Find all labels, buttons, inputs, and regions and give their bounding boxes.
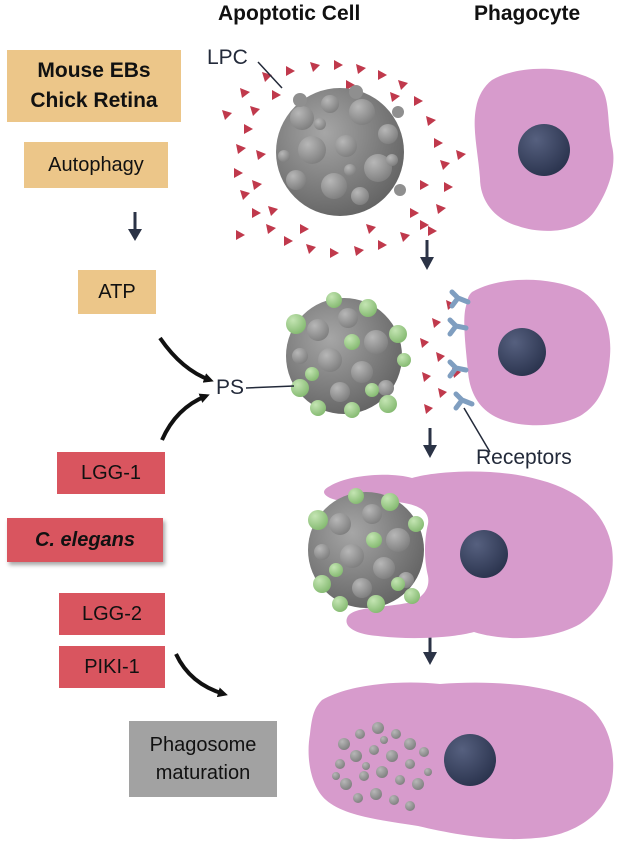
lpc-triangles-stage2 bbox=[420, 300, 461, 414]
piki1-box: PIKI-1 bbox=[59, 646, 165, 688]
receptors-label: Receptors bbox=[476, 446, 572, 469]
apoptotic-cell-stage1 bbox=[276, 85, 406, 216]
piki1-to-phagosome-arrow-icon bbox=[174, 653, 228, 698]
apoptotic-cell-stage3 bbox=[308, 488, 424, 613]
autophagy-box: Autophagy bbox=[24, 142, 168, 188]
lpc-triangles bbox=[222, 60, 466, 258]
ps-pointer-line bbox=[245, 385, 295, 389]
lgg2-box: LGG-2 bbox=[59, 593, 165, 635]
receptors-pointer-line bbox=[463, 407, 491, 453]
lgg1-to-ps-arrow-icon bbox=[160, 393, 210, 441]
mouse-ebs-chick-retina-box: Mouse EBs Chick Retina bbox=[7, 50, 181, 122]
phagocyte-header: Phagocyte bbox=[474, 2, 581, 25]
lgg1-box: LGG-1 bbox=[57, 452, 165, 494]
down-arrow-step3-icon bbox=[423, 637, 437, 665]
receptor-icons bbox=[447, 289, 475, 411]
ps-label: PS bbox=[216, 376, 245, 399]
c-elegans-box: C. elegans bbox=[7, 518, 163, 562]
apoptotic-cell-stage2-ps bbox=[286, 292, 411, 418]
lpc-pointer-line bbox=[257, 61, 283, 89]
phagocyte-stage4 bbox=[308, 682, 614, 840]
down-arrow-step1-icon bbox=[420, 240, 434, 270]
phagosome-particles bbox=[332, 722, 432, 811]
phagocyte-stage2 bbox=[464, 279, 611, 426]
atp-box: ATP bbox=[78, 270, 156, 314]
apoptotic-cell-header: Apoptotic Cell bbox=[218, 2, 361, 25]
lpc-label: LPC bbox=[207, 46, 248, 69]
phagocyte-stage3 bbox=[324, 471, 613, 639]
atp-to-ps-arrow-icon bbox=[158, 336, 214, 383]
down-arrow-step2-icon bbox=[423, 428, 437, 458]
phagosome-maturation-box: Phagosome maturation bbox=[129, 721, 277, 797]
phagocyte-stage1 bbox=[474, 68, 614, 231]
down-arrow-autophagy-icon bbox=[128, 212, 142, 241]
